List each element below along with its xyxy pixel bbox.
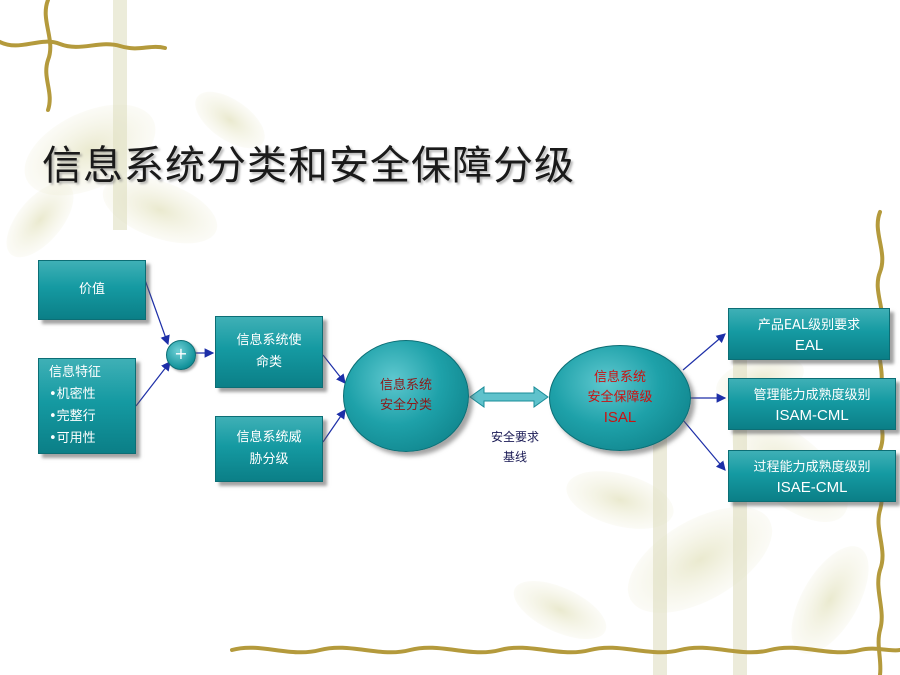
arrow-features-to-plus xyxy=(135,361,171,407)
baseline-label: 安全要求 基线 xyxy=(470,427,560,467)
security-classification-ellipse: 信息系统 安全分类 xyxy=(343,340,469,452)
feature-item: •可用性 xyxy=(49,431,96,446)
management-capability-box: 管理能力成熟度级别 ISAM-CML xyxy=(728,378,896,430)
arrow-mission-to-classification xyxy=(322,354,346,384)
assurance-level-ellipse: 信息系统 安全保障级 ISAL xyxy=(549,345,691,451)
threat-level-line: 信息系统威 xyxy=(236,430,302,445)
baseline-line: 基线 xyxy=(502,450,527,464)
product-eal-line: 产品EAL级别要求 xyxy=(757,317,861,333)
classification-line: 信息系统 xyxy=(379,378,432,393)
product-eal-box: 产品EAL级别要求 EAL xyxy=(728,308,890,360)
process-line: 过程能力成熟度级别 xyxy=(753,459,871,475)
arrow-isal-to-eal xyxy=(682,333,726,371)
feature-item: •完整行 xyxy=(49,409,96,424)
value-label: 价值 xyxy=(78,282,105,297)
baseline-line: 安全要求 xyxy=(490,430,539,444)
mission-class-box: 信息系统使 命类 xyxy=(215,316,323,388)
assurance-line: 信息系统 xyxy=(593,370,646,385)
arrow-threat-to-classification xyxy=(322,409,346,443)
mission-class-line: 命类 xyxy=(255,355,282,370)
arrow-value-to-plus xyxy=(144,279,170,346)
isal-label: ISAL xyxy=(603,409,637,426)
classification-line: 安全分类 xyxy=(379,398,432,413)
arrow-isal-to-isae xyxy=(682,419,726,471)
info-features-heading: 信息特征 xyxy=(49,365,102,380)
slide-title: 信息系统分类和安全保障分级 xyxy=(42,143,575,189)
threat-level-box: 信息系统威 胁分级 xyxy=(215,416,323,482)
eal-label: EAL xyxy=(794,336,824,354)
management-line: 管理能力成熟度级别 xyxy=(753,387,871,403)
assurance-line: 安全保障级 xyxy=(587,390,653,405)
plus-junction: + xyxy=(166,340,196,370)
feature-item: •机密性 xyxy=(49,387,96,402)
threat-level-line: 胁分级 xyxy=(249,452,289,467)
double-arrow-baseline xyxy=(469,386,549,408)
mission-class-line: 信息系统使 xyxy=(236,333,302,348)
process-capability-box: 过程能力成熟度级别 ISAE-CML xyxy=(728,450,896,502)
value-box: 价值 xyxy=(38,260,146,320)
isam-cml-label: ISAM-CML xyxy=(775,406,849,424)
info-features-box: 信息特征 •机密性 •完整行 •可用性 xyxy=(38,358,136,454)
isae-cml-label: ISAE-CML xyxy=(776,478,848,496)
